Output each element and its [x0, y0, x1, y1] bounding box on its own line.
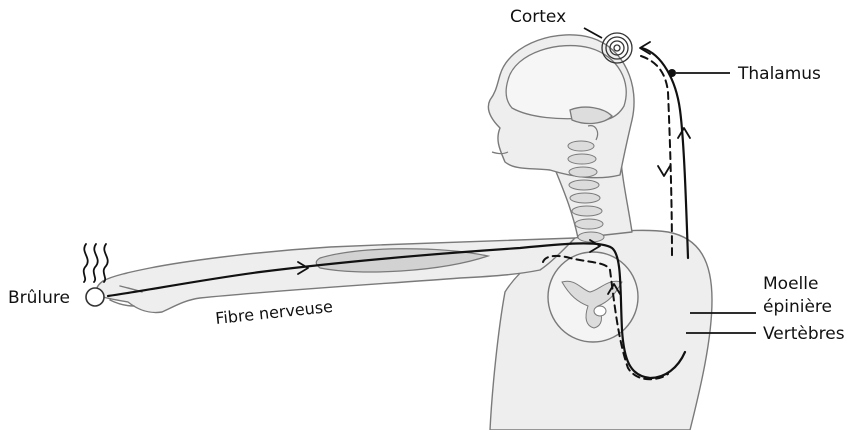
arrow-ascending	[678, 128, 690, 138]
thalamus-label: Thalamus	[737, 64, 821, 84]
dot-icon	[668, 69, 676, 77]
nerve-fiber-label: Fibre nerveuse	[214, 297, 333, 328]
vertebra	[570, 193, 600, 203]
spinal-cord-label-line2: épinière	[763, 297, 832, 317]
vertebra	[568, 141, 594, 151]
heat-waves-icon	[84, 244, 108, 282]
vertebrae-label: Vertèbres	[763, 324, 845, 344]
vertebra	[568, 154, 596, 164]
spinal-cord-label-line1: Moelle	[763, 274, 818, 294]
vertebra	[572, 206, 602, 216]
burn-circle-icon	[86, 288, 104, 306]
vertebra	[569, 167, 597, 177]
spinal-cord-hole	[594, 306, 606, 316]
vertebra	[575, 219, 603, 229]
ascending-pathway	[642, 48, 688, 258]
vertebra	[569, 180, 599, 190]
cortex-label: Cortex	[510, 7, 566, 27]
descending-cortex-pathway	[641, 56, 672, 258]
spinal-cross-section	[548, 252, 638, 342]
concentric-circles-icon	[602, 33, 632, 63]
burn-label: Brûlure	[8, 288, 70, 308]
arrow-descending	[658, 166, 670, 176]
